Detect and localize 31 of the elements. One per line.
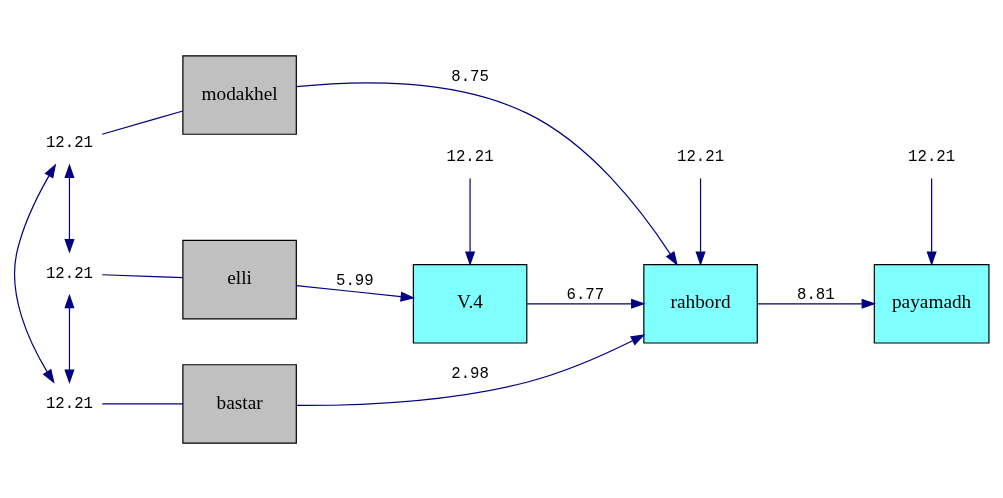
node-box: modakhel [182, 54, 297, 135]
arrow [926, 177, 937, 266]
arrow [695, 177, 706, 266]
node-box: payamadh [873, 263, 990, 344]
arrow [296, 284, 416, 302]
edge-label: 6.77 [566, 285, 605, 304]
arrow [757, 298, 877, 309]
arrow [13, 163, 57, 384]
node-text: 12.21 [45, 264, 93, 283]
edge-label: 8.81 [796, 285, 835, 304]
node-text: 12.21 [677, 147, 725, 166]
arrow [465, 177, 476, 266]
arrow [295, 333, 646, 406]
arrow [64, 163, 75, 254]
arrow [64, 293, 75, 384]
node-text: 12.21 [908, 147, 956, 166]
node-text: 12.21 [45, 394, 93, 413]
edge-label: 2.98 [451, 364, 489, 383]
arrow [526, 298, 646, 309]
connector [101, 109, 184, 135]
node-box: elli [182, 239, 297, 319]
node-text: 12.21 [45, 133, 93, 152]
node-text: 12.21 [446, 147, 494, 166]
arrow [295, 81, 678, 266]
edge-label: 5.99 [336, 271, 374, 290]
node-box: rahbord [643, 263, 758, 344]
node-box: V.4 [412, 263, 528, 344]
connector [101, 273, 184, 278]
edge-label: 8.75 [451, 67, 489, 86]
node-box: bastar [182, 363, 297, 444]
connector [101, 402, 184, 405]
